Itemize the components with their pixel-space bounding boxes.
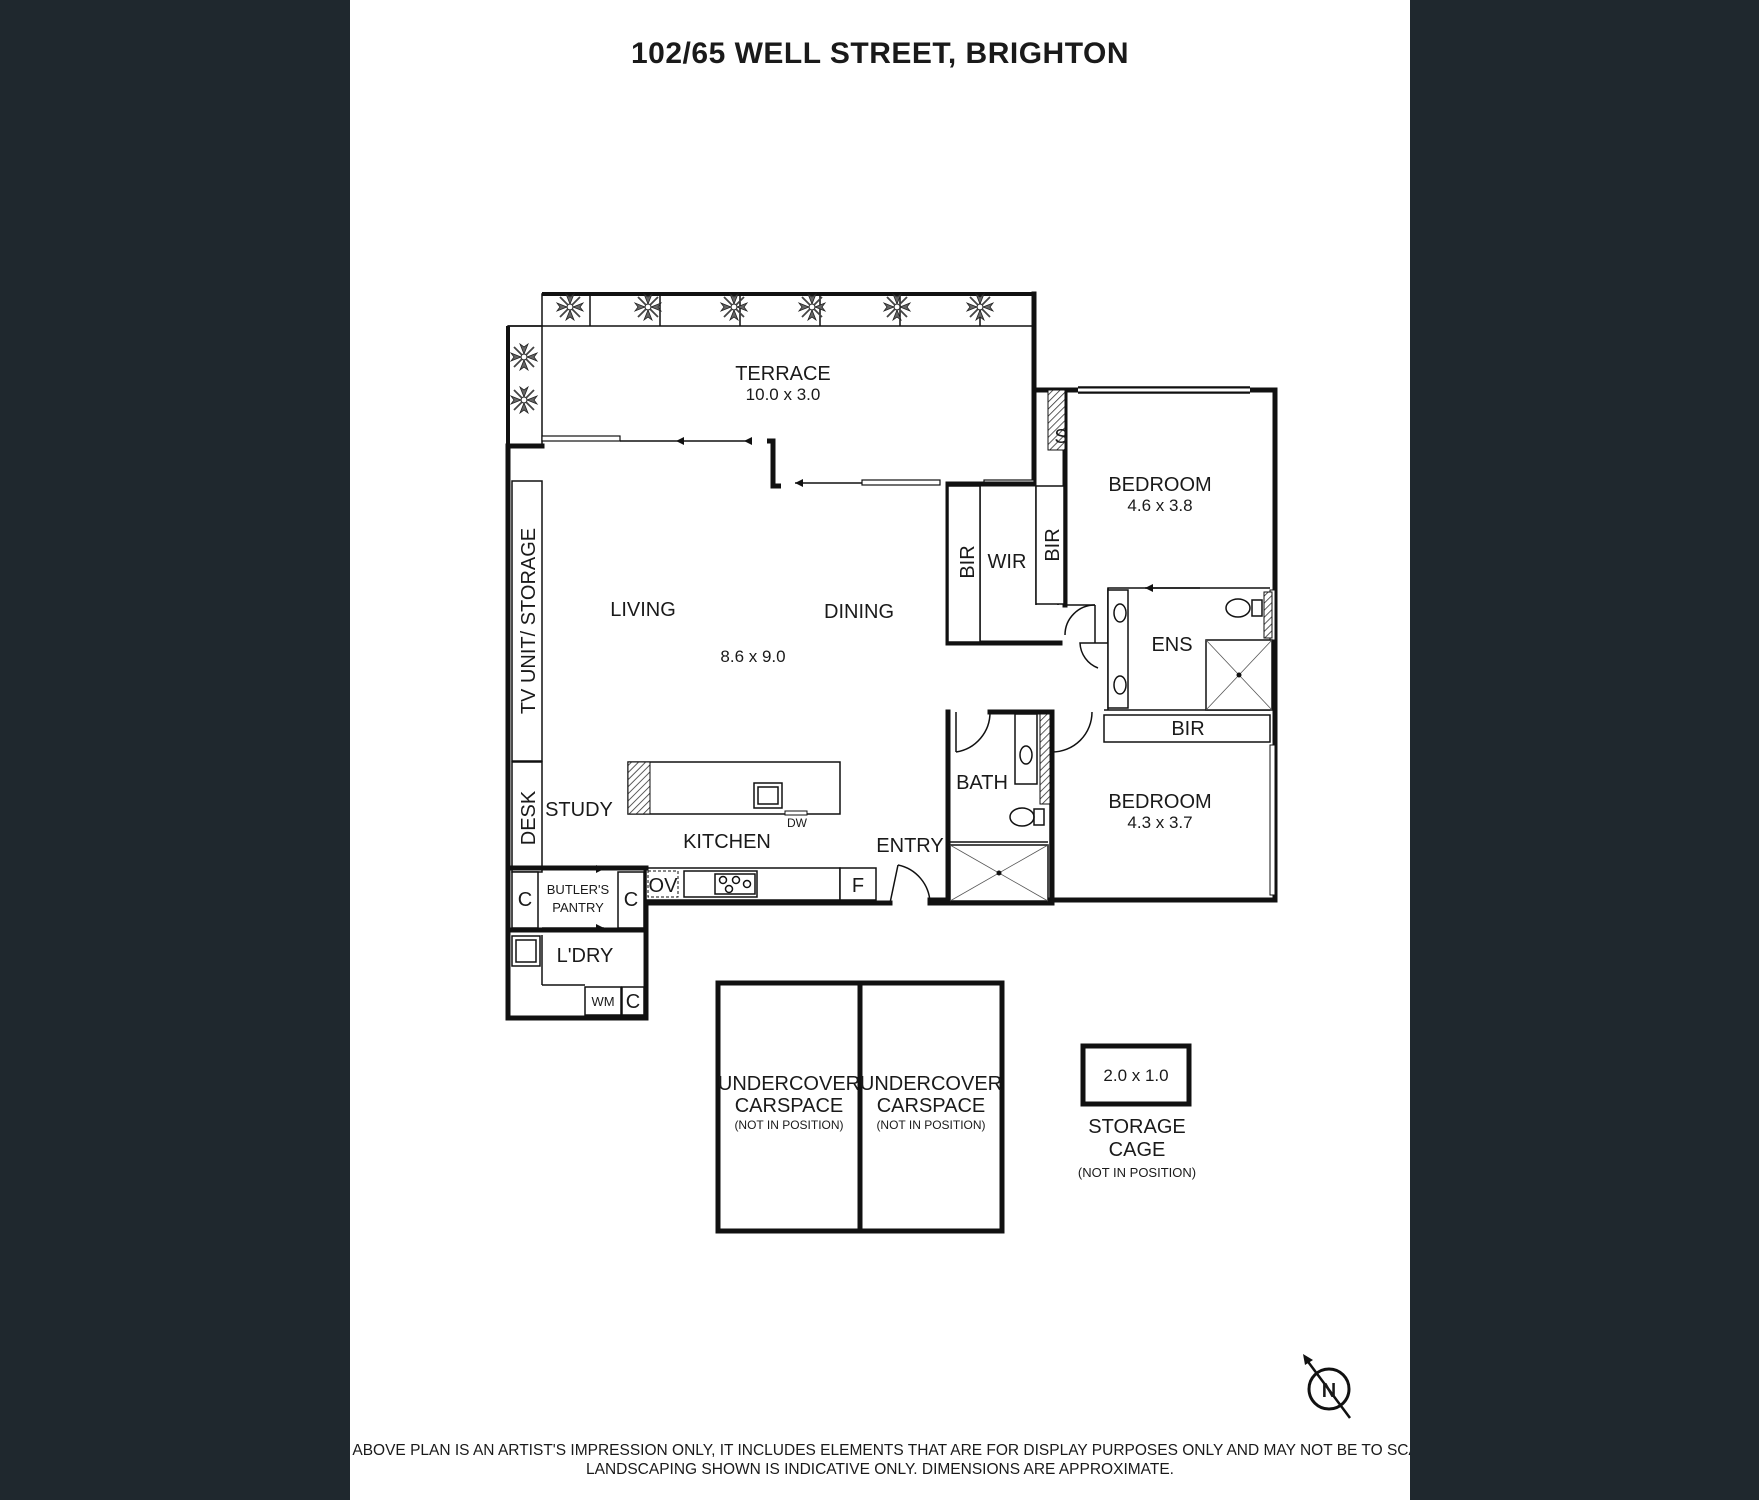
storage-label-1: STORAGE <box>1088 1116 1185 1138</box>
plant-icon <box>510 343 538 371</box>
carspace-2: UNDERCOVER CARSPACE (NOT IN POSITION) <box>857 980 1005 1234</box>
c-label-1: C <box>518 889 532 911</box>
storage-cage: 2.0 x 1.0 STORAGE CAGE (NOT IN POSITION) <box>1078 1043 1196 1180</box>
c-label-3: C <box>626 991 640 1013</box>
bedroom2-label: BEDROOM <box>1108 791 1211 813</box>
terrace-area: TERRACE 10.0 x 3.0 <box>506 291 1037 487</box>
dw-label: DW <box>787 816 808 830</box>
desk-label: DESK <box>518 790 540 845</box>
oven-label: OV <box>649 875 679 897</box>
plant-icon <box>556 293 584 321</box>
storage-label-2: CAGE <box>1109 1139 1166 1161</box>
plant-icon <box>966 293 994 321</box>
bath-label: BATH <box>956 772 1008 794</box>
plant-icon <box>720 293 748 321</box>
bedroom1-label: BEDROOM <box>1108 474 1211 496</box>
kitchen: DW KITCHEN OV F ENTRY <box>627 761 944 904</box>
carspace-1-line2: CARSPACE <box>735 1095 844 1117</box>
terrace-sliding-doors <box>541 435 1035 489</box>
tv-unit-label: TV UNIT/ STORAGE <box>518 528 540 714</box>
plant-icon <box>883 293 911 321</box>
bathroom: BATH <box>949 711 1051 902</box>
bedroom2-dims: 4.3 x 3.7 <box>1127 813 1192 832</box>
laundry-label: L'DRY <box>557 945 614 967</box>
bedroom1-dims: 4.6 x 3.8 <box>1127 496 1192 515</box>
butlers-pantry-label-2: PANTRY <box>552 900 604 915</box>
terrace-label: TERRACE <box>735 363 831 385</box>
toilet-icon <box>1225 598 1251 618</box>
compass-label: N <box>1322 1380 1336 1402</box>
apartment-walls <box>505 386 1278 1021</box>
plant-icon <box>510 386 538 414</box>
carspace-2-note: (NOT IN POSITION) <box>876 1118 985 1132</box>
plant-icon <box>798 293 826 321</box>
floorplan-drawing: 102/65 WELL STREET, BRIGHTON TERRACE 10.… <box>350 37 1410 1478</box>
page-title: 102/65 WELL STREET, BRIGHTON <box>631 37 1129 70</box>
storage-dims: 2.0 x 1.0 <box>1103 1066 1168 1085</box>
ens-label: ENS <box>1151 634 1192 656</box>
s-label: S <box>1054 426 1067 448</box>
wardrobe-block: BIR WIR BIR S <box>947 389 1096 643</box>
terrace-dims: 10.0 x 3.0 <box>746 385 821 404</box>
entry-label: ENTRY <box>876 835 943 857</box>
living-dims: 8.6 x 9.0 <box>720 647 785 666</box>
bir-label-3: BIR <box>1171 718 1204 740</box>
pantry-laundry: C C BUTLER'S PANTRY L'DRY WM C <box>505 865 649 1021</box>
carspace-2-line2: CARSPACE <box>877 1095 986 1117</box>
carspace-1-line1: UNDERCOVER <box>718 1073 860 1095</box>
disclaimer-line2: LANDSCAPING SHOWN IS INDICATIVE ONLY. DI… <box>586 1461 1174 1478</box>
bir-label-1: BIR <box>957 545 979 578</box>
carspace-2-line1: UNDERCOVER <box>860 1073 1002 1095</box>
kitchen-label: KITCHEN <box>683 831 771 853</box>
storage-note: (NOT IN POSITION) <box>1078 1165 1196 1180</box>
c-label-2: C <box>624 889 638 911</box>
kitchen-island <box>627 761 841 815</box>
carspace-1: UNDERCOVER CARSPACE (NOT IN POSITION) <box>715 980 863 1234</box>
floorplan-sheet: 102/65 WELL STREET, BRIGHTON TERRACE 10.… <box>350 0 1410 1500</box>
living-label: LIVING <box>610 599 676 621</box>
north-compass-icon: N <box>1303 1354 1352 1419</box>
toilet-icon <box>1009 807 1035 827</box>
butlers-pantry-label-1: BUTLER'S <box>547 882 610 897</box>
disclaimer-line1: THE ABOVE PLAN IS AN ARTIST'S IMPRESSION… <box>350 1442 1410 1459</box>
ensuite: ENS BIR <box>1079 584 1273 740</box>
cooktop-icon <box>714 873 756 895</box>
wm-label: WM <box>591 994 614 1009</box>
plant-icon <box>634 293 662 321</box>
wir-label: WIR <box>988 551 1027 573</box>
living-dining: TV UNIT/ STORAGE DESK LIVING DINING 8.6 … <box>511 480 894 873</box>
study-label: STUDY <box>545 799 613 821</box>
carspace-1-note: (NOT IN POSITION) <box>734 1118 843 1132</box>
fridge-label: F <box>852 875 864 897</box>
dining-label: DINING <box>824 601 894 623</box>
tv-unit <box>511 480 543 762</box>
bir-label-2: BIR <box>1042 528 1064 561</box>
